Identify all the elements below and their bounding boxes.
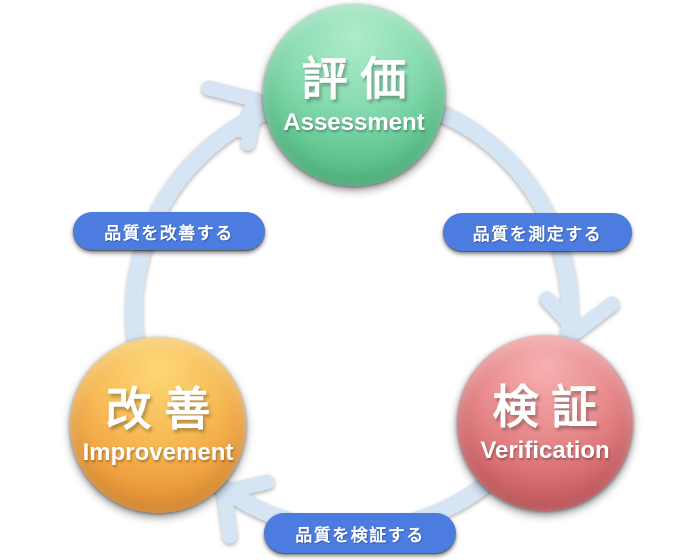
node-improvement-label-ja: 改善 [105,382,224,435]
node-assessment-label-ja: 評価 [301,52,420,105]
node-verification-label-ja: 検証 [492,380,611,433]
edge-label-improve-quality-text: 品質を改善する [104,223,234,243]
edge-label-improve-quality: 品質を改善する [73,212,265,250]
node-assessment: 評価 Assessment [263,4,445,186]
node-assessment-label-en: Assessment [283,108,425,136]
node-improvement-label-en: Improvement [82,438,234,466]
arrowhead-to-improvement-icon [216,474,275,544]
edge-label-measure-quality-text: 品質を測定する [472,224,603,244]
edge-label-verify-quality: 品質を検証する [264,513,456,553]
node-verification: 検証 Verification [457,335,633,511]
arrowhead-to-assessment-icon [201,80,265,151]
edge-label-measure-quality: 品質を測定する [443,213,632,251]
node-improvement: 改善 Improvement [70,337,246,513]
node-verification-label-en: Verification [480,436,610,464]
arrowhead-to-verification-icon [539,291,620,339]
edge-label-verify-quality-text: 品質を検証する [295,525,425,545]
